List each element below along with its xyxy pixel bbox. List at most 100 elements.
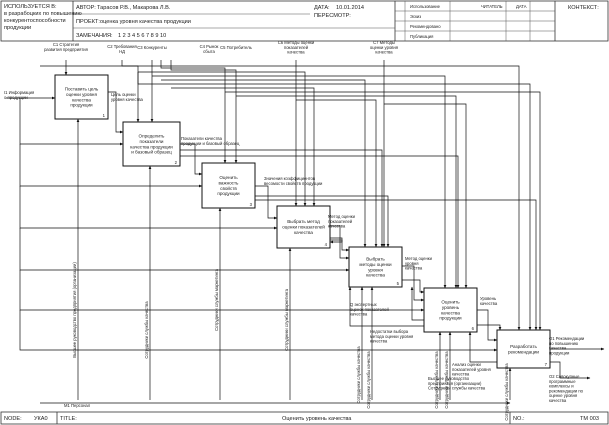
output-label-o2: качества xyxy=(549,398,567,403)
output-label-o2: O2 Совокупные xyxy=(549,374,580,379)
control-label-c2: НД xyxy=(119,49,125,54)
activity-box-frame xyxy=(348,246,403,288)
input-label-i1: о продукции xyxy=(4,95,28,100)
activity-box-label-line: Оценить xyxy=(441,300,460,305)
context-label: КОНТЕКСТ: xyxy=(568,5,599,11)
activity-box-label-line: свойств xyxy=(220,185,237,191)
connector-arrow xyxy=(348,286,424,327)
activity-box-number: 3 xyxy=(250,202,253,207)
internal-arrow-label: Метод оценки xyxy=(328,214,356,219)
activity-box-frame xyxy=(54,74,109,120)
node-label: NODE: xyxy=(4,416,22,422)
project-value: оценка уровня качества продукции xyxy=(100,19,191,25)
connector-arrow xyxy=(180,149,384,248)
activity-box-label-line: показатели xyxy=(140,139,164,144)
connector-arrow xyxy=(180,143,203,176)
used-at-line-1: в разрабоцких по повышению xyxy=(4,11,82,17)
internal-arrow-label: показателей xyxy=(328,219,353,224)
connector-arrow xyxy=(152,75,447,289)
node-value: УКА0 xyxy=(34,416,48,422)
control-label-c6: показателей xyxy=(284,45,309,50)
internal-arrow-label: предприятия (организации) xyxy=(428,381,482,386)
internal-arrow-label: Недостатки выбора xyxy=(370,329,409,334)
mechanism-arrow-label: Сотрудники службы качества xyxy=(444,351,449,409)
mechanism-label-m1: M1 Персонал xyxy=(64,403,91,408)
connector-arrow xyxy=(410,286,424,321)
footer-frame: NODE: УКА0 TITLE: Оценить уровень качест… xyxy=(0,411,609,425)
internal-arrow-label: показателей уровня xyxy=(452,367,491,372)
mechanism-arrow-label: Сотрудники службы маркетинга xyxy=(284,288,289,351)
mechanism-arrow-label: Сотрудники службы качества xyxy=(504,363,509,421)
output-label-o1: по повышению xyxy=(549,341,578,346)
internal-arrow-label: Цель оценки xyxy=(111,92,136,97)
activity-box-frame xyxy=(423,287,478,333)
control-label-c6: C6 Методы оценки xyxy=(278,40,315,45)
internal-arrow-label: Метод оценки xyxy=(405,256,433,261)
activity-box-label-line: методы оценки xyxy=(359,262,392,267)
control-label-c7: качества xyxy=(375,50,393,55)
internal-arrow-label: весомости свойств продукции xyxy=(264,181,323,186)
connector-arrow xyxy=(19,310,498,352)
internal-arrow-label: Высшее руководство xyxy=(428,376,470,381)
output-label-o1: O1 Рекомендации xyxy=(549,336,585,341)
activity-box-frame xyxy=(201,162,256,209)
connector-arrow xyxy=(255,185,278,220)
connector-arrow xyxy=(225,91,542,331)
control-label-c2: C2 Требования xyxy=(107,44,137,49)
activity-box-label-line: продукции xyxy=(217,191,240,196)
activity-box-label-line: Разработать xyxy=(510,344,537,349)
output-label-o1: качества xyxy=(549,346,567,351)
internal-arrow-label: качества xyxy=(480,301,498,306)
activity-box-label-line: Оценить xyxy=(219,175,238,180)
internal-arrow-label: качества xyxy=(370,339,388,344)
connector-arrow xyxy=(236,95,458,289)
mechanism-arrow-label: Сотрудники службы качества xyxy=(366,351,371,409)
output-label-o2: программные xyxy=(549,379,576,384)
number-value: TM 003 xyxy=(580,416,599,422)
used-at-block: ИСПОЛЬЗУЕТСЯ В: в разрабоцких по повышен… xyxy=(4,4,82,31)
activity-box-number: 2 xyxy=(175,160,178,165)
project-label: ПРОЕКТ: xyxy=(76,19,100,25)
connector-arrow xyxy=(160,60,227,164)
activity-box-label-line: рекомендации xyxy=(508,349,539,354)
control-label-c7: C7 Методы xyxy=(373,40,395,45)
connector-arrow xyxy=(170,60,238,164)
activity-box-label-line: оценки показателей xyxy=(282,224,325,230)
title-value: Оценить уровень качества xyxy=(282,416,352,422)
internal-arrow-label: качества xyxy=(405,266,423,271)
activity-box-label-line: уровень xyxy=(442,305,460,310)
internal-arrow-label: качества xyxy=(452,372,470,377)
output-label-o2: рекомендации по xyxy=(549,388,584,393)
activity-box-label-line: качества xyxy=(366,273,385,278)
connector-arrow xyxy=(296,99,378,248)
activity-box-number: 5 xyxy=(397,281,400,286)
connector-arrow xyxy=(402,279,425,294)
activity-box-label-line: и базовый образец xyxy=(131,149,172,155)
connector-arrow xyxy=(108,91,124,134)
internal-arrow-label: качества xyxy=(328,224,346,229)
control-label-c1: развития предприятия xyxy=(44,47,88,52)
activity-box-label-line: качества продукции xyxy=(130,144,173,149)
control-label-c7: оценки уровня xyxy=(370,45,398,50)
arrows-layer xyxy=(6,60,605,405)
used-at-label: ИСПОЛЬЗУЕТСЯ В: xyxy=(4,4,57,10)
internal-arrow-label: качества xyxy=(350,312,368,317)
activity-box-label-line: качества xyxy=(294,230,313,235)
connector-arrow xyxy=(550,361,591,380)
date-column-label: ДАТА xyxy=(516,4,527,9)
revision-label: ПЕРЕСМОТР: xyxy=(314,13,351,19)
control-label-c3: C3 Конкуренты xyxy=(137,45,166,50)
reader-label: ЧИТАТЕЛЬ xyxy=(481,4,503,9)
connector-arrow xyxy=(384,103,468,289)
used-at-line-2: конкурентоспособности xyxy=(4,18,66,24)
mechanism-arrow-label: Сотрудники службы маркетинга xyxy=(214,268,219,331)
header-frame xyxy=(0,0,609,42)
control-label-c1: C1 Стратегия xyxy=(53,42,79,47)
connector-arrow xyxy=(329,239,343,244)
activity-box-number: 6 xyxy=(472,326,475,331)
